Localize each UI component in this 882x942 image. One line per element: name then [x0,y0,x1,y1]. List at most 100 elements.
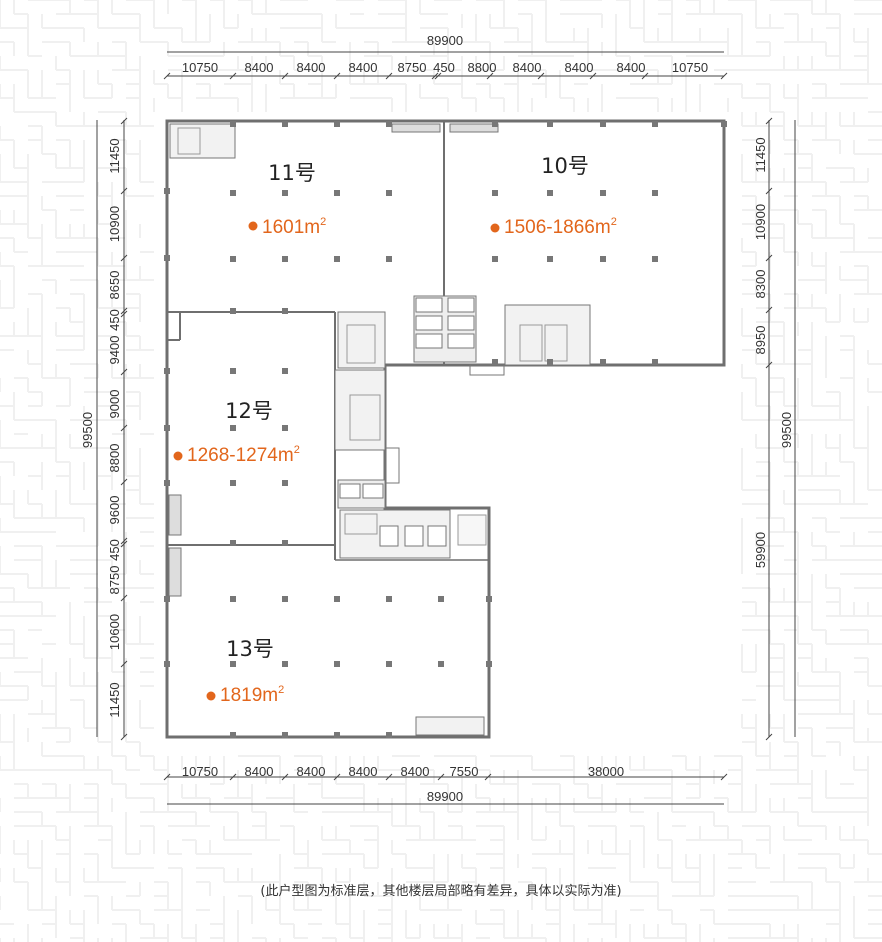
column [334,596,340,602]
column [386,596,392,602]
stair-icon [544,324,568,362]
column [282,121,288,127]
dimension-tick [120,310,128,318]
column [386,121,392,127]
unit-labels: 11号 1601m2 10号 1506-1866m2 12号 1268-1274… [173,154,617,706]
column [164,368,170,374]
top-seg-6: 450 [433,60,455,75]
column [652,256,658,262]
right-seg-2: 10900 [753,204,768,240]
dimension-tick [120,537,128,545]
column [230,425,236,431]
top-seg-5: 8750 [398,60,427,75]
unit-13-name: 13号 [226,637,274,661]
area-dot-icon [173,451,183,461]
left-dimension-chain: 99500 1145010900865045094009000880096004… [80,117,128,741]
right-seg-4: 8950 [753,326,768,355]
column [282,540,288,546]
unit-11-area: 1601m2 [262,216,326,238]
core-11-stair [169,123,236,159]
dimension-tick [765,187,773,195]
dimension-tick [281,72,289,80]
column [282,480,288,486]
unit-11-name: 11号 [268,161,316,185]
column [334,190,340,196]
structural-columns [164,121,727,738]
column [547,190,553,196]
column [334,256,340,262]
column [386,190,392,196]
elevator-icon [447,297,475,313]
top-seg-9: 8400 [565,60,594,75]
dimension-tick [434,72,442,80]
column [164,188,170,194]
dimension-tick [120,254,128,262]
left-seg-9: 450 [107,539,122,561]
column [438,661,444,667]
dimension-tick [281,773,289,781]
left-seg-1: 11450 [107,138,122,173]
top-seg-7: 8800 [468,60,497,75]
bottom-seg-4: 8400 [349,764,378,779]
column [282,308,288,314]
unit-12-area: 1268-1274m2 [187,444,300,466]
bottom-seg-1: 10750 [182,764,218,779]
dimension-tick [486,72,494,80]
dimension-tick [385,72,393,80]
left-seg-6: 9000 [107,390,122,419]
dimension-tick [765,361,773,369]
dimension-tick [484,773,492,781]
unit-13-area: 1819m2 [220,684,284,706]
left-seg-8: 9600 [107,496,122,525]
dimension-tick [537,72,545,80]
column [386,661,392,667]
column [282,425,288,431]
right-seg-3: 8300 [753,270,768,299]
entrance-canopy [469,364,505,376]
core-12-upper [337,311,386,369]
core-10 [504,304,591,366]
column [547,121,553,127]
stair-icon [349,394,381,441]
column [282,596,288,602]
column [282,661,288,667]
right-inner-total-label: 59900 [753,532,768,568]
dimension-tick [437,773,445,781]
column [492,359,498,365]
elevator-icon [379,525,399,547]
core-12-door [384,447,400,484]
bottom-seg-7: 38000 [588,764,624,779]
core-13-toilet [457,514,487,546]
dimension-tick [765,254,773,262]
left-seg-12: 11450 [107,682,122,717]
dimension-tick [589,72,597,80]
column [547,256,553,262]
stair-icon [177,127,201,155]
dimension-tick [229,72,237,80]
top-seg-4: 8400 [349,60,378,75]
column [652,121,658,127]
elevator-icon [447,315,475,331]
unit-12-name: 12号 [225,399,273,423]
plan-note: (此户型图为标准层，其他楼层局部略有差异，具体以实际为准) [260,883,621,899]
dimension-tick [120,307,128,315]
dimension-tick [120,660,128,668]
bottom-seg-6: 7550 [450,764,479,779]
left-seg-5: 9400 [107,336,122,365]
elevator-icon [415,315,443,331]
column [652,359,658,365]
right-outer-total-label: 99500 [779,412,794,448]
right-seg-1: 11450 [753,137,768,172]
column [486,661,492,667]
column [164,425,170,431]
dimension-tick [765,306,773,314]
top-seg-1: 10750 [182,60,218,75]
dimension-tick [765,117,773,125]
elevator-icon [427,525,447,547]
dimension-tick [120,117,128,125]
column [164,661,170,667]
dimension-tick [120,424,128,432]
column [334,661,340,667]
column [164,480,170,486]
